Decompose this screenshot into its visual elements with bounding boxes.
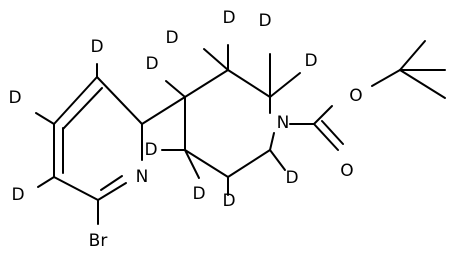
d-label-piperidine-2a-right: D [304, 51, 317, 71]
d-label-pyridine-4: D [8, 88, 21, 108]
piperidine-nitrogen-label: N [277, 113, 290, 133]
bond-d-pip-c3a-left [203, 48, 229, 71]
bond-d-pyr-c4 [35, 112, 55, 125]
bond-oester-tbu [371, 69, 401, 87]
bond-tbu-me1 [399, 40, 426, 71]
bromine-label: Br [89, 231, 108, 251]
bond-pyr-c5-c6 [53, 176, 99, 201]
bond-pyr-c3-c4-inner [62, 87, 103, 130]
d-label-piperidine-3a-left: D [165, 28, 178, 48]
bond-d-pip-c2a-right [269, 72, 301, 98]
bond-carbonyl-ocarbonyl [313, 123, 339, 151]
bond-tbu-me2 [399, 69, 446, 99]
bond-d-pip-c1b-right [269, 149, 286, 171]
d-label-piperidine-3b-bottom: D [192, 184, 205, 204]
d-label-piperidine-2a-top: D [258, 11, 271, 31]
bond-carbonyl-ocarbonyl-inner [321, 120, 344, 145]
bond-pyr-c6-n-inner [100, 175, 123, 191]
ester-oxygen-label: O [349, 86, 362, 106]
bond-d-pip-c4 [165, 80, 186, 98]
bond-d-pip-c3b-bottom [184, 149, 200, 179]
bond-pip-c4-c3a [184, 69, 229, 98]
carbonyl-oxygen-label: O [340, 161, 353, 181]
d-label-piperidine-2b-bottom: D [222, 191, 235, 211]
bond-pip-c3b-c2b [184, 149, 229, 178]
bond-pip-c3a-c2a [227, 69, 271, 98]
bond-pyr-c6-n [97, 182, 127, 201]
bond-pyr-c3-c4 [53, 76, 98, 125]
d-label-piperidine-3a-top: D [222, 8, 235, 28]
bond-pyr-c2-c3 [96, 76, 143, 125]
bond-pyr-pip [141, 96, 186, 125]
d-label-piperidine-3b-left: D [144, 140, 157, 160]
d-label-piperidine-1b-right: D [285, 168, 298, 188]
bond-carbonyl-oester [313, 105, 333, 125]
bond-pip-c1b-n [269, 132, 275, 151]
d-label-piperidine-4: D [145, 54, 158, 74]
pyridine-nitrogen-label: N [136, 167, 149, 187]
d-label-pyridine-3: D [90, 37, 103, 57]
bond-pip-c2b-c1b [227, 149, 271, 178]
bond-d-pyr-c5 [37, 176, 55, 188]
bond-layer [35, 40, 446, 225]
d-label-pyridine-5: D [11, 185, 24, 205]
